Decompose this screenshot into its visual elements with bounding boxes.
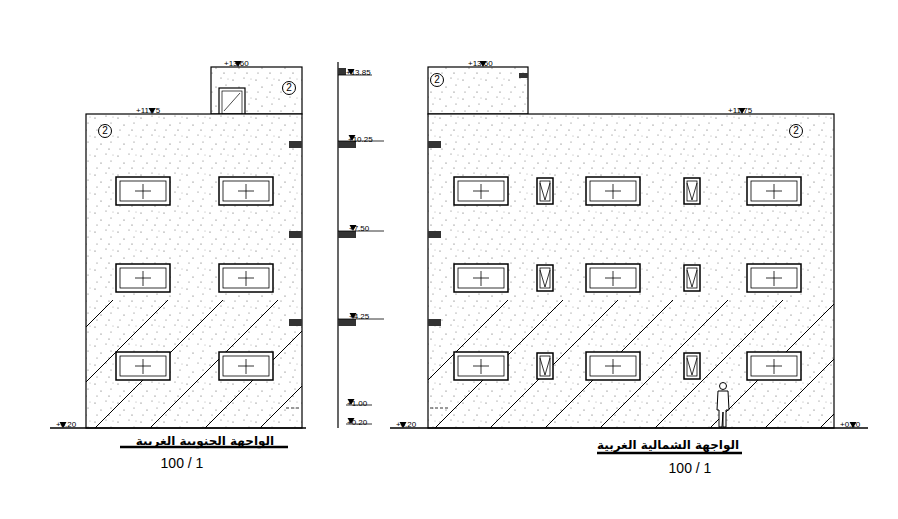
callout-circle: 2 [282, 81, 296, 95]
hatch-line [86, 300, 185, 428]
window [219, 264, 273, 292]
window [586, 352, 640, 380]
label-holder: +0.20 [396, 413, 416, 431]
slab-mark [289, 319, 302, 326]
callout-circle: 2 [98, 124, 112, 138]
label-holder: 100 / 1 [161, 454, 204, 472]
label-holder: +13.85 [346, 61, 371, 79]
label-holder: +11.75 [728, 99, 752, 117]
penthouse-wall [211, 67, 302, 114]
dashed-line [286, 408, 301, 409]
door-glass [224, 93, 240, 111]
level-label: +1.00 [347, 400, 367, 408]
door [219, 88, 245, 114]
callout-circle: 2 [430, 73, 444, 87]
label-holder: +13.60 [468, 52, 493, 70]
facade-wall [86, 114, 302, 428]
small-window [537, 353, 553, 379]
view-title: الواجهة الشمالية الغربية [597, 439, 739, 451]
label-holder: +13.60 [224, 52, 249, 70]
window [116, 352, 170, 380]
hatch-line [710, 300, 834, 428]
facade-wall [428, 114, 834, 428]
view-title: الواجهة الجنوبية الغربية [136, 435, 274, 447]
small-window [684, 353, 700, 379]
callout-circle: 2 [789, 124, 803, 138]
slab-mark [428, 319, 441, 326]
person-head [720, 383, 727, 390]
door-leaf [222, 91, 242, 114]
hatch-line [428, 300, 580, 428]
window [219, 352, 273, 380]
label-holder: +10.25 [348, 128, 373, 146]
hatch-line [490, 300, 690, 428]
small-window [537, 178, 553, 204]
scale-label: 100 / 1 [669, 461, 712, 475]
window [116, 177, 170, 205]
slab-mark [428, 141, 441, 148]
level-label: +0.20 [840, 421, 860, 429]
hatch-line [655, 300, 834, 428]
window [454, 177, 508, 205]
window [454, 264, 508, 292]
level-label: +10.25 [348, 136, 373, 144]
level-label: +0.20 [347, 419, 367, 427]
window [747, 264, 801, 292]
ground-line [390, 427, 868, 429]
slab-mark [289, 231, 302, 238]
label-holder: +0.20 [56, 413, 76, 431]
level-label: +0.20 [56, 421, 76, 429]
scale-label: 100 / 1 [161, 456, 204, 470]
small-window [537, 265, 553, 291]
level-label: +4.25 [349, 313, 369, 321]
level-label: +13.60 [224, 60, 249, 68]
level-label: +7.50 [349, 225, 369, 233]
level-label: +13.60 [468, 60, 493, 68]
label-holder: +0.20 [347, 411, 367, 429]
label-holder: +7.50 [349, 217, 369, 235]
slab-mark [289, 141, 302, 148]
window [586, 177, 640, 205]
level-label: +13.85 [346, 69, 371, 77]
small-window [684, 265, 700, 291]
label-holder: الواجهة الجنوبية الغربية [136, 431, 274, 449]
title-underline [597, 452, 742, 455]
label-holder: الواجهة الشمالية الغربية [597, 435, 739, 453]
hatch-line [545, 300, 745, 428]
dashed-line [430, 408, 450, 409]
window [219, 177, 273, 205]
window [116, 264, 170, 292]
callout-number: 2 [286, 83, 292, 93]
label-holder: +1.00 [347, 392, 367, 410]
window [747, 352, 801, 380]
slab-mark [519, 73, 528, 78]
person-body [717, 391, 729, 427]
section-line [337, 62, 338, 428]
level-label: +11.75 [728, 107, 752, 115]
small-window [684, 178, 700, 204]
hatch-line [95, 300, 295, 428]
slab-mark [428, 231, 441, 238]
hatch-line [86, 300, 240, 428]
label-holder: +11.75 [136, 99, 160, 117]
ground-line [50, 427, 306, 429]
hatch-line [820, 300, 834, 428]
window [747, 177, 801, 205]
callout-number: 2 [434, 75, 440, 85]
hatch-line [205, 300, 302, 428]
callout-number: 2 [793, 126, 799, 136]
window [586, 264, 640, 292]
level-label: +11.75 [136, 107, 160, 115]
label-holder: +4.25 [349, 305, 369, 323]
window [454, 352, 508, 380]
slab-mark [338, 68, 346, 75]
label-holder: +0.20 [840, 413, 860, 431]
callout-number: 2 [102, 126, 108, 136]
label-holder: 100 / 1 [669, 459, 712, 477]
level-label: +0.20 [396, 421, 416, 429]
penthouse-wall [428, 67, 528, 114]
